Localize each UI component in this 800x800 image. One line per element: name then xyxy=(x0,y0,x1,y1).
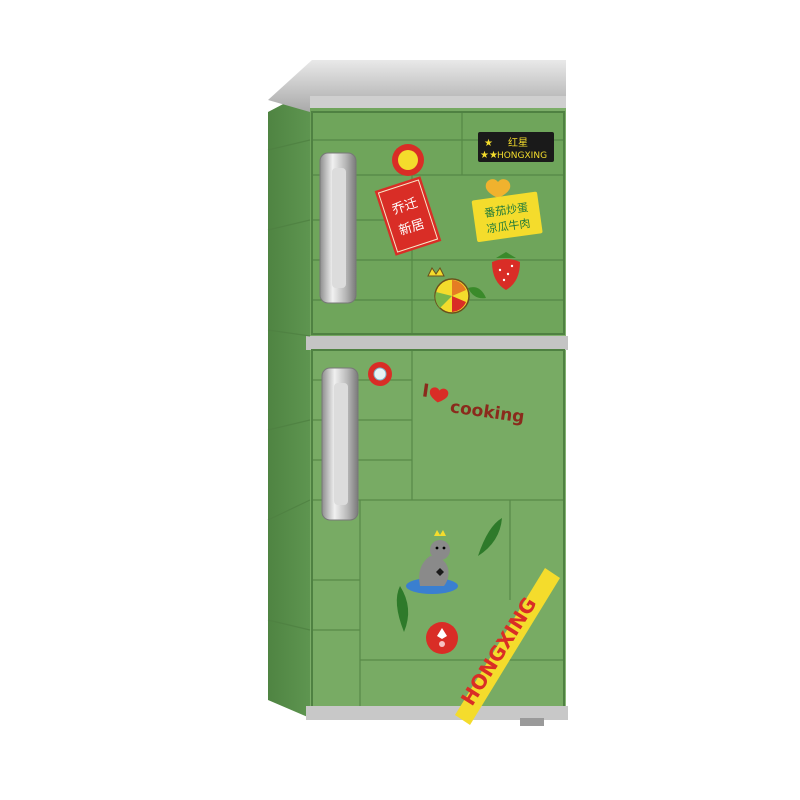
star-icon: ★ xyxy=(484,138,493,149)
yellow-sticker-line2: 凉瓜牛肉 xyxy=(486,216,532,236)
strawberry-icon xyxy=(492,252,520,290)
brand-badge: ★ ★★ 红星 HONGXING xyxy=(478,132,554,162)
top-rim xyxy=(310,96,566,110)
upper-handle[interactable] xyxy=(319,152,357,304)
fridge-side-panel xyxy=(268,90,310,718)
sun-icon xyxy=(392,144,424,176)
leaf-icon xyxy=(468,287,486,299)
lemon-slice-icon xyxy=(434,278,470,314)
yellow-sticker-line1: 番茄炒蛋 xyxy=(483,200,529,220)
bottom-rim xyxy=(306,706,568,720)
yellow-sticker: 番茄炒蛋 凉瓜牛肉 xyxy=(471,191,543,242)
cat-icon xyxy=(406,530,458,594)
lower-handle[interactable] xyxy=(321,367,359,521)
door-separator xyxy=(306,336,568,350)
leaf-icon xyxy=(396,586,409,632)
badge-latin: HONGXING xyxy=(497,151,547,161)
heart-icon xyxy=(485,179,511,198)
red-sticker: 乔迁 新居 xyxy=(374,176,442,256)
flower-icon xyxy=(368,362,392,386)
cooking-i: I xyxy=(421,380,431,402)
heart-icon xyxy=(429,387,449,403)
badge-chinese: 红星 xyxy=(508,136,528,149)
foot xyxy=(520,718,544,726)
star-icon: ★★ xyxy=(480,150,498,161)
leaf-icon xyxy=(478,518,502,556)
red-sticker-line2: 新居 xyxy=(397,216,427,239)
crown-icon xyxy=(427,267,445,277)
tomato-slice-icon xyxy=(426,622,458,654)
